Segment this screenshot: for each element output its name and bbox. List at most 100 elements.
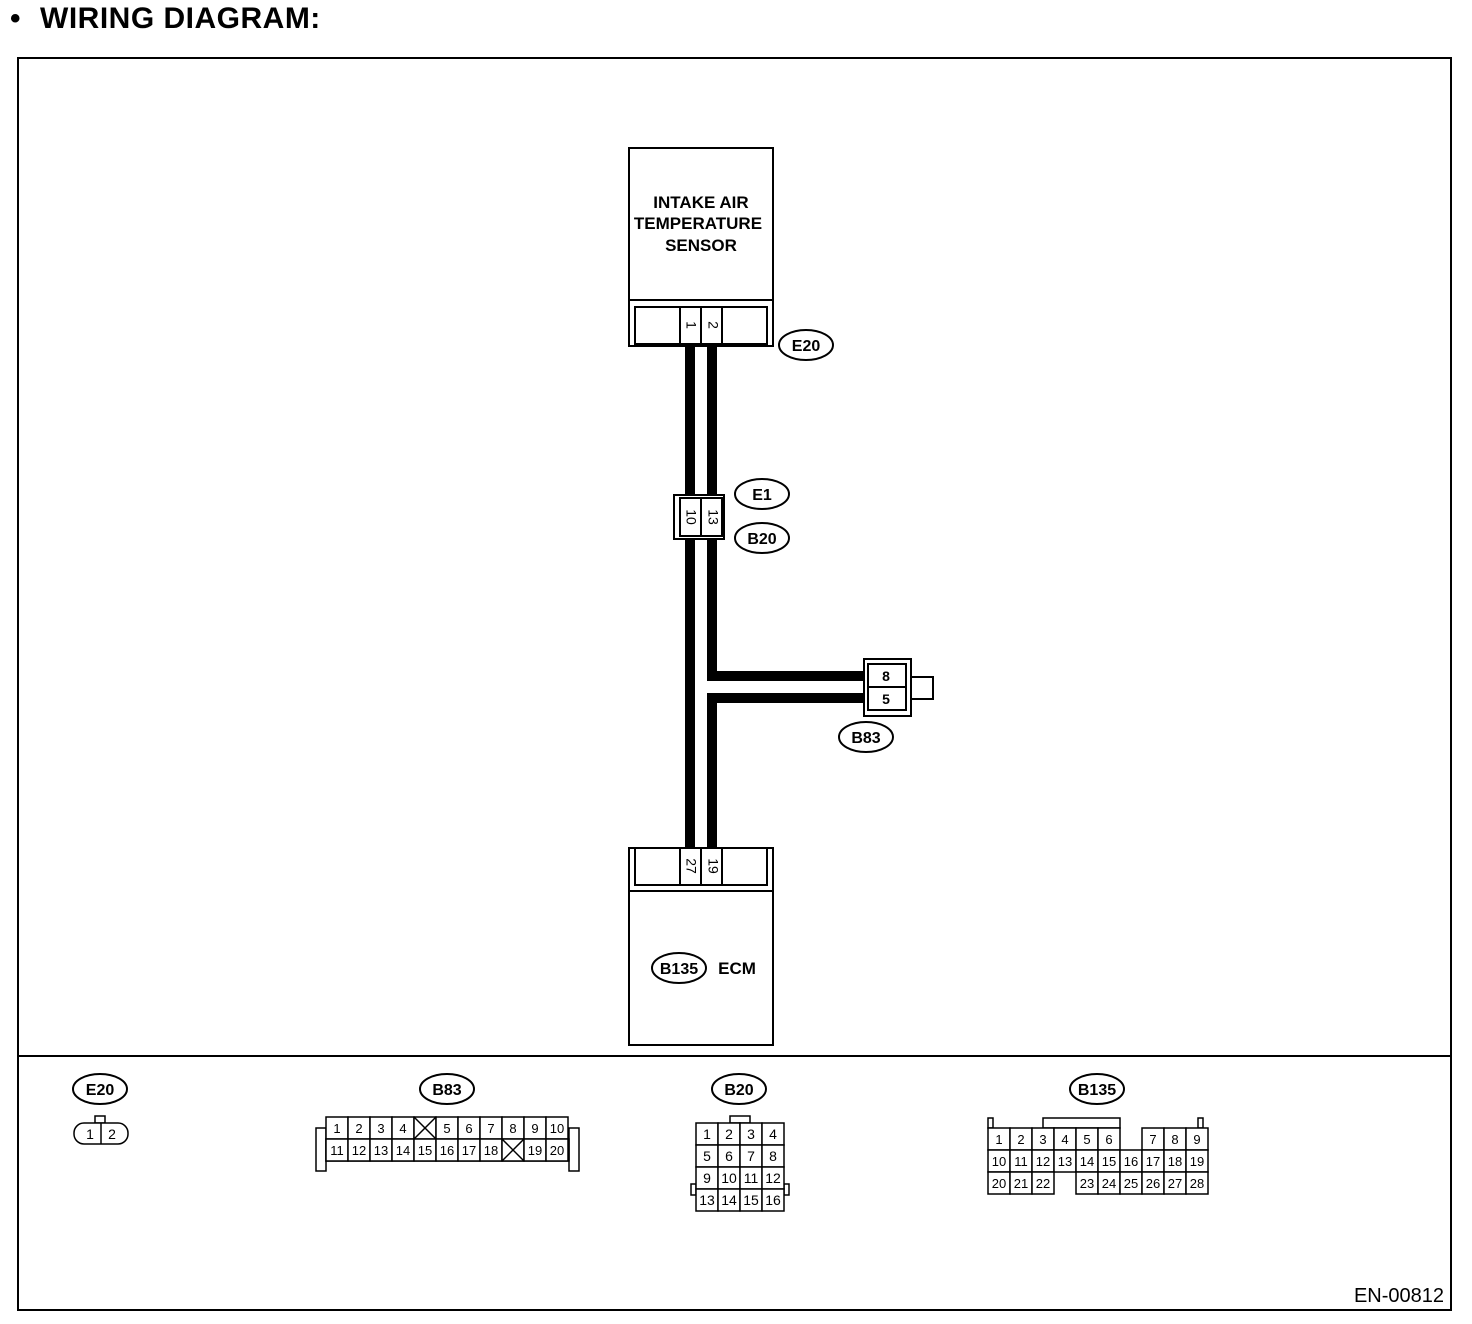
svg-text:25: 25 [1124, 1176, 1138, 1191]
svg-text:12: 12 [765, 1170, 781, 1186]
ecm-pin-19: 19 [705, 858, 721, 874]
svg-text:14: 14 [721, 1192, 737, 1208]
b83-view-pin-2: 2 [347, 1116, 371, 1140]
connector-view-b135-left-post [987, 1117, 994, 1129]
b135-view-pin-23: 23 [1075, 1171, 1099, 1195]
b135-view-pin-6: 6 [1097, 1127, 1121, 1151]
b20-view-pin-7: 7 [739, 1144, 763, 1168]
b135-view-pin-20: 20 [987, 1171, 1011, 1195]
svg-text:18: 18 [1168, 1154, 1182, 1169]
svg-text:22: 22 [1036, 1176, 1050, 1191]
b83-view-pin-6: 6 [457, 1116, 481, 1140]
svg-text:7: 7 [487, 1121, 494, 1136]
b135-view-pin-28: 28 [1185, 1171, 1209, 1195]
svg-text:11: 11 [1014, 1154, 1028, 1169]
b83-view-pin-1: 1 [325, 1116, 349, 1140]
b83-view-pin-16: 16 [435, 1138, 459, 1162]
connector-view-e20-tag-ellipse [72, 1073, 128, 1105]
b135-view-pin-17: 17 [1141, 1149, 1165, 1173]
heading-bullet: • [10, 2, 22, 35]
b83-view-pin-14: 14 [391, 1138, 415, 1162]
b135-view-pin-9: 9 [1185, 1127, 1209, 1151]
ecm-pin-27: 27 [683, 858, 699, 874]
wire-b83-5-branch [707, 693, 867, 703]
svg-text:20: 20 [550, 1143, 564, 1158]
svg-text:16: 16 [1124, 1154, 1138, 1169]
connector-view-b83-tag-ellipse [419, 1073, 475, 1105]
svg-text:5: 5 [703, 1148, 711, 1164]
svg-text:28: 28 [1190, 1176, 1204, 1191]
svg-text:10: 10 [992, 1154, 1006, 1169]
sensor-connector-tag: E20 [778, 329, 834, 361]
ecm-connector-tag-ellipse [651, 952, 707, 984]
b20-view-pin-8: 8 [761, 1144, 785, 1168]
connector-view-b20-key [729, 1115, 751, 1124]
svg-text:23: 23 [1080, 1176, 1094, 1191]
figure-code: EN-00812 [1354, 1285, 1444, 1307]
svg-text:8: 8 [769, 1148, 777, 1164]
svg-text:26: 26 [1146, 1176, 1160, 1191]
b20-view-pin-15: 15 [739, 1188, 763, 1212]
wire-b83-8-branch [707, 671, 867, 681]
wire-harness [685, 345, 867, 849]
b135-view-pin-5: 5 [1075, 1127, 1099, 1151]
b135-view-pin-8: 8 [1163, 1127, 1187, 1151]
joint-connector-bottom-name: B20 [747, 531, 776, 548]
connector-view-e20-pin-1: 1 [86, 1126, 94, 1142]
svg-text:24: 24 [1102, 1176, 1116, 1191]
b135-view-pin-2: 2 [1009, 1127, 1033, 1151]
svg-text:12: 12 [352, 1143, 366, 1158]
svg-text:14: 14 [1080, 1154, 1094, 1169]
connector-view-b83-right-latch [568, 1127, 580, 1172]
heading-title: WIRING DIAGRAM: [40, 2, 321, 35]
b83-view-pin-blank [413, 1116, 437, 1140]
diagram-frame [17, 57, 1452, 1311]
b135-view-pin-7: 7 [1141, 1127, 1165, 1151]
sensor-connector-tag-ellipse [778, 329, 834, 361]
svg-text:2: 2 [1017, 1132, 1024, 1147]
b83-view-pin-5: 5 [435, 1116, 459, 1140]
wire-10-to-ecm27 [685, 539, 695, 849]
joint-connector: 10 13 [673, 494, 725, 540]
connector-view-e20-name: E20 [86, 1082, 115, 1099]
b135-view-pin-12: 12 [1031, 1149, 1055, 1173]
svg-text:3: 3 [377, 1121, 384, 1136]
svg-text:6: 6 [1105, 1132, 1112, 1147]
svg-text:6: 6 [465, 1121, 472, 1136]
b83-view-pin-8: 8 [501, 1116, 525, 1140]
b135-view-pin-16: 16 [1119, 1149, 1143, 1173]
svg-text:11: 11 [330, 1143, 344, 1158]
b135-view-pin-27: 27 [1163, 1171, 1187, 1195]
svg-text:13: 13 [374, 1143, 388, 1158]
b135-view-pin-10: 10 [987, 1149, 1011, 1173]
b20-view-pin-12: 12 [761, 1166, 785, 1190]
connector-view-b135-tag-ellipse [1069, 1073, 1125, 1105]
svg-text:7: 7 [1149, 1132, 1156, 1147]
b83-view-pin-12: 12 [347, 1138, 371, 1162]
b20-view-pin-16: 16 [761, 1188, 785, 1212]
joint-connector-top-name: E1 [752, 487, 772, 504]
b83-view-pin-10: 10 [545, 1116, 569, 1140]
b20-view-pin-5: 5 [695, 1144, 719, 1168]
svg-text:12: 12 [1036, 1154, 1050, 1169]
svg-text:8: 8 [1171, 1132, 1178, 1147]
ecm-unit: 27 19 B135 ECM [628, 847, 774, 1046]
sensor-connector-name: E20 [792, 338, 821, 355]
svg-text:9: 9 [531, 1121, 538, 1136]
svg-text:1: 1 [333, 1121, 340, 1136]
svg-text:17: 17 [1146, 1154, 1160, 1169]
svg-text:21: 21 [1014, 1176, 1028, 1191]
b83-pin-8: 8 [882, 668, 890, 684]
b135-view-pin-25: 25 [1119, 1171, 1143, 1195]
b20-view-pin-14: 14 [717, 1188, 741, 1212]
joint-connector-tag-b20-ellipse [734, 522, 790, 554]
svg-text:13: 13 [1058, 1154, 1072, 1169]
intake-air-temperature-sensor: 1 2 INTAKE AIR TEMPERATURE SENSOR [628, 147, 774, 347]
b135-view-pin-26: 26 [1141, 1171, 1165, 1195]
b20-view-pin-1: 1 [695, 1122, 719, 1146]
b83-view-pin-11: 11 [325, 1138, 349, 1162]
